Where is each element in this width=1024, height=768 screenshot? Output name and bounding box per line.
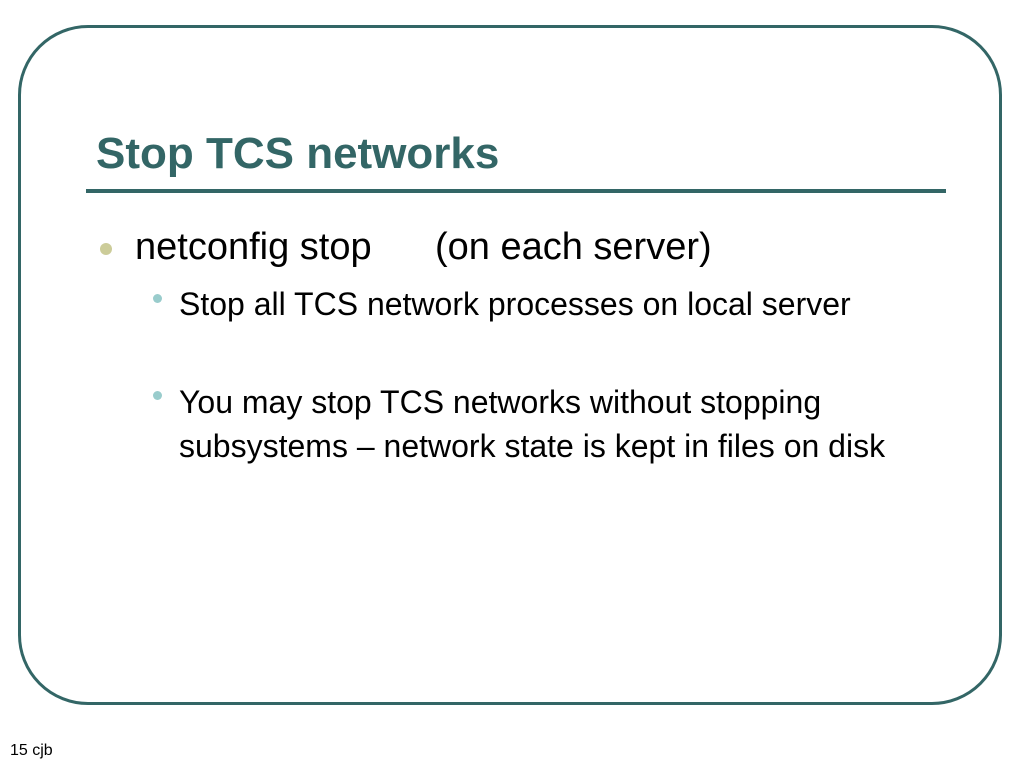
slide-footer: 15 cjb — [10, 741, 53, 761]
bullet-dot-level2 — [153, 391, 162, 400]
bullet-dot-level2 — [153, 294, 162, 303]
slide-title: Stop TCS networks — [96, 129, 500, 178]
bullet-gap — [372, 226, 435, 268]
bullet-level1: netconfig stop (on each server) — [135, 224, 712, 270]
sub-bullet-2: You may stop TCS networks without stoppi… — [179, 384, 886, 464]
bullet-command: netconfig stop — [135, 226, 372, 268]
footer-author: cjb — [32, 742, 53, 759]
sub-bullet-1: Stop all TCS network processes on local … — [179, 286, 851, 322]
page-number: 15 — [10, 742, 28, 759]
title-underline — [86, 189, 946, 193]
bullet-note: (on each server) — [434, 226, 712, 268]
bullet-dot-level1 — [100, 243, 112, 255]
slide-frame — [18, 25, 1002, 705]
